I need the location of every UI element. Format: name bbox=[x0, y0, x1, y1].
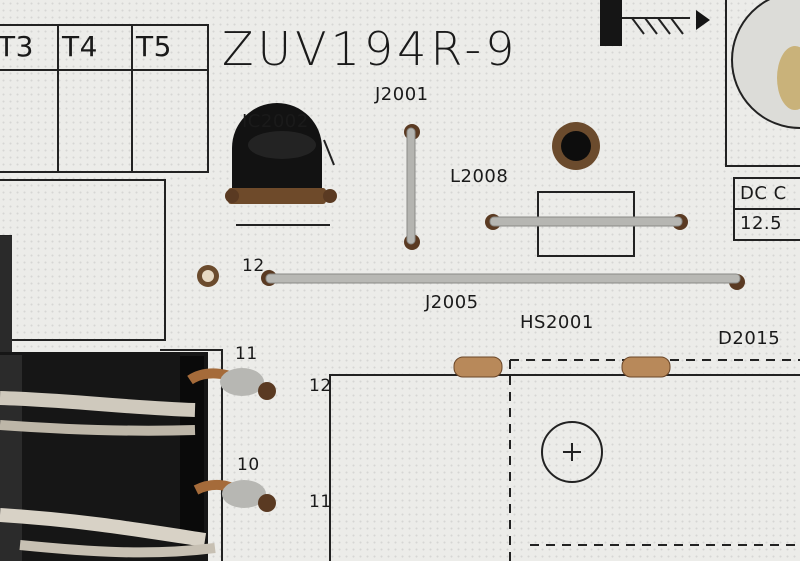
pin-label-right-12: 12 bbox=[309, 376, 332, 396]
j2001-jumper bbox=[404, 124, 420, 250]
wire-solder-joints bbox=[187, 368, 276, 512]
wires bbox=[0, 391, 216, 558]
j2005-jumper bbox=[261, 270, 745, 290]
terminal-table bbox=[0, 24, 209, 173]
board-model-label: ZUV194R-9 bbox=[222, 22, 519, 76]
hs2001-pads bbox=[453, 356, 671, 378]
j2005-label: J2005 bbox=[425, 292, 479, 313]
dc-box-line2: 12.5 bbox=[740, 213, 783, 234]
wire-connector-housing bbox=[0, 352, 208, 561]
l2008-jumper bbox=[485, 191, 688, 257]
top-right-component bbox=[725, 0, 800, 241]
ic2002-label: IC2002 bbox=[242, 111, 309, 132]
left-outline bbox=[0, 179, 166, 356]
dc-box-line1: DC C bbox=[740, 183, 787, 204]
hs2001-label: HS2001 bbox=[520, 312, 594, 333]
pin-label-left-12: 12 bbox=[242, 256, 265, 276]
pin-label-wire-10: 10 bbox=[237, 455, 260, 475]
top-right-symbol bbox=[600, 0, 710, 46]
l2008-label: L2008 bbox=[450, 166, 509, 187]
pin-label-right-11: 11 bbox=[309, 492, 332, 512]
d2015-label: D2015 bbox=[718, 328, 781, 349]
pin-label-wire-11: 11 bbox=[235, 344, 258, 364]
terminal-t3-label: T3 bbox=[0, 30, 34, 63]
terminal-t4-label: T4 bbox=[62, 30, 98, 63]
ic2002-transistor bbox=[225, 103, 337, 226]
mounting-hole bbox=[552, 122, 600, 170]
terminal-t5-label: T5 bbox=[136, 30, 172, 63]
hs2001-outline bbox=[329, 359, 800, 561]
j2001-label: J2001 bbox=[375, 84, 429, 105]
connector-outline bbox=[160, 349, 223, 561]
